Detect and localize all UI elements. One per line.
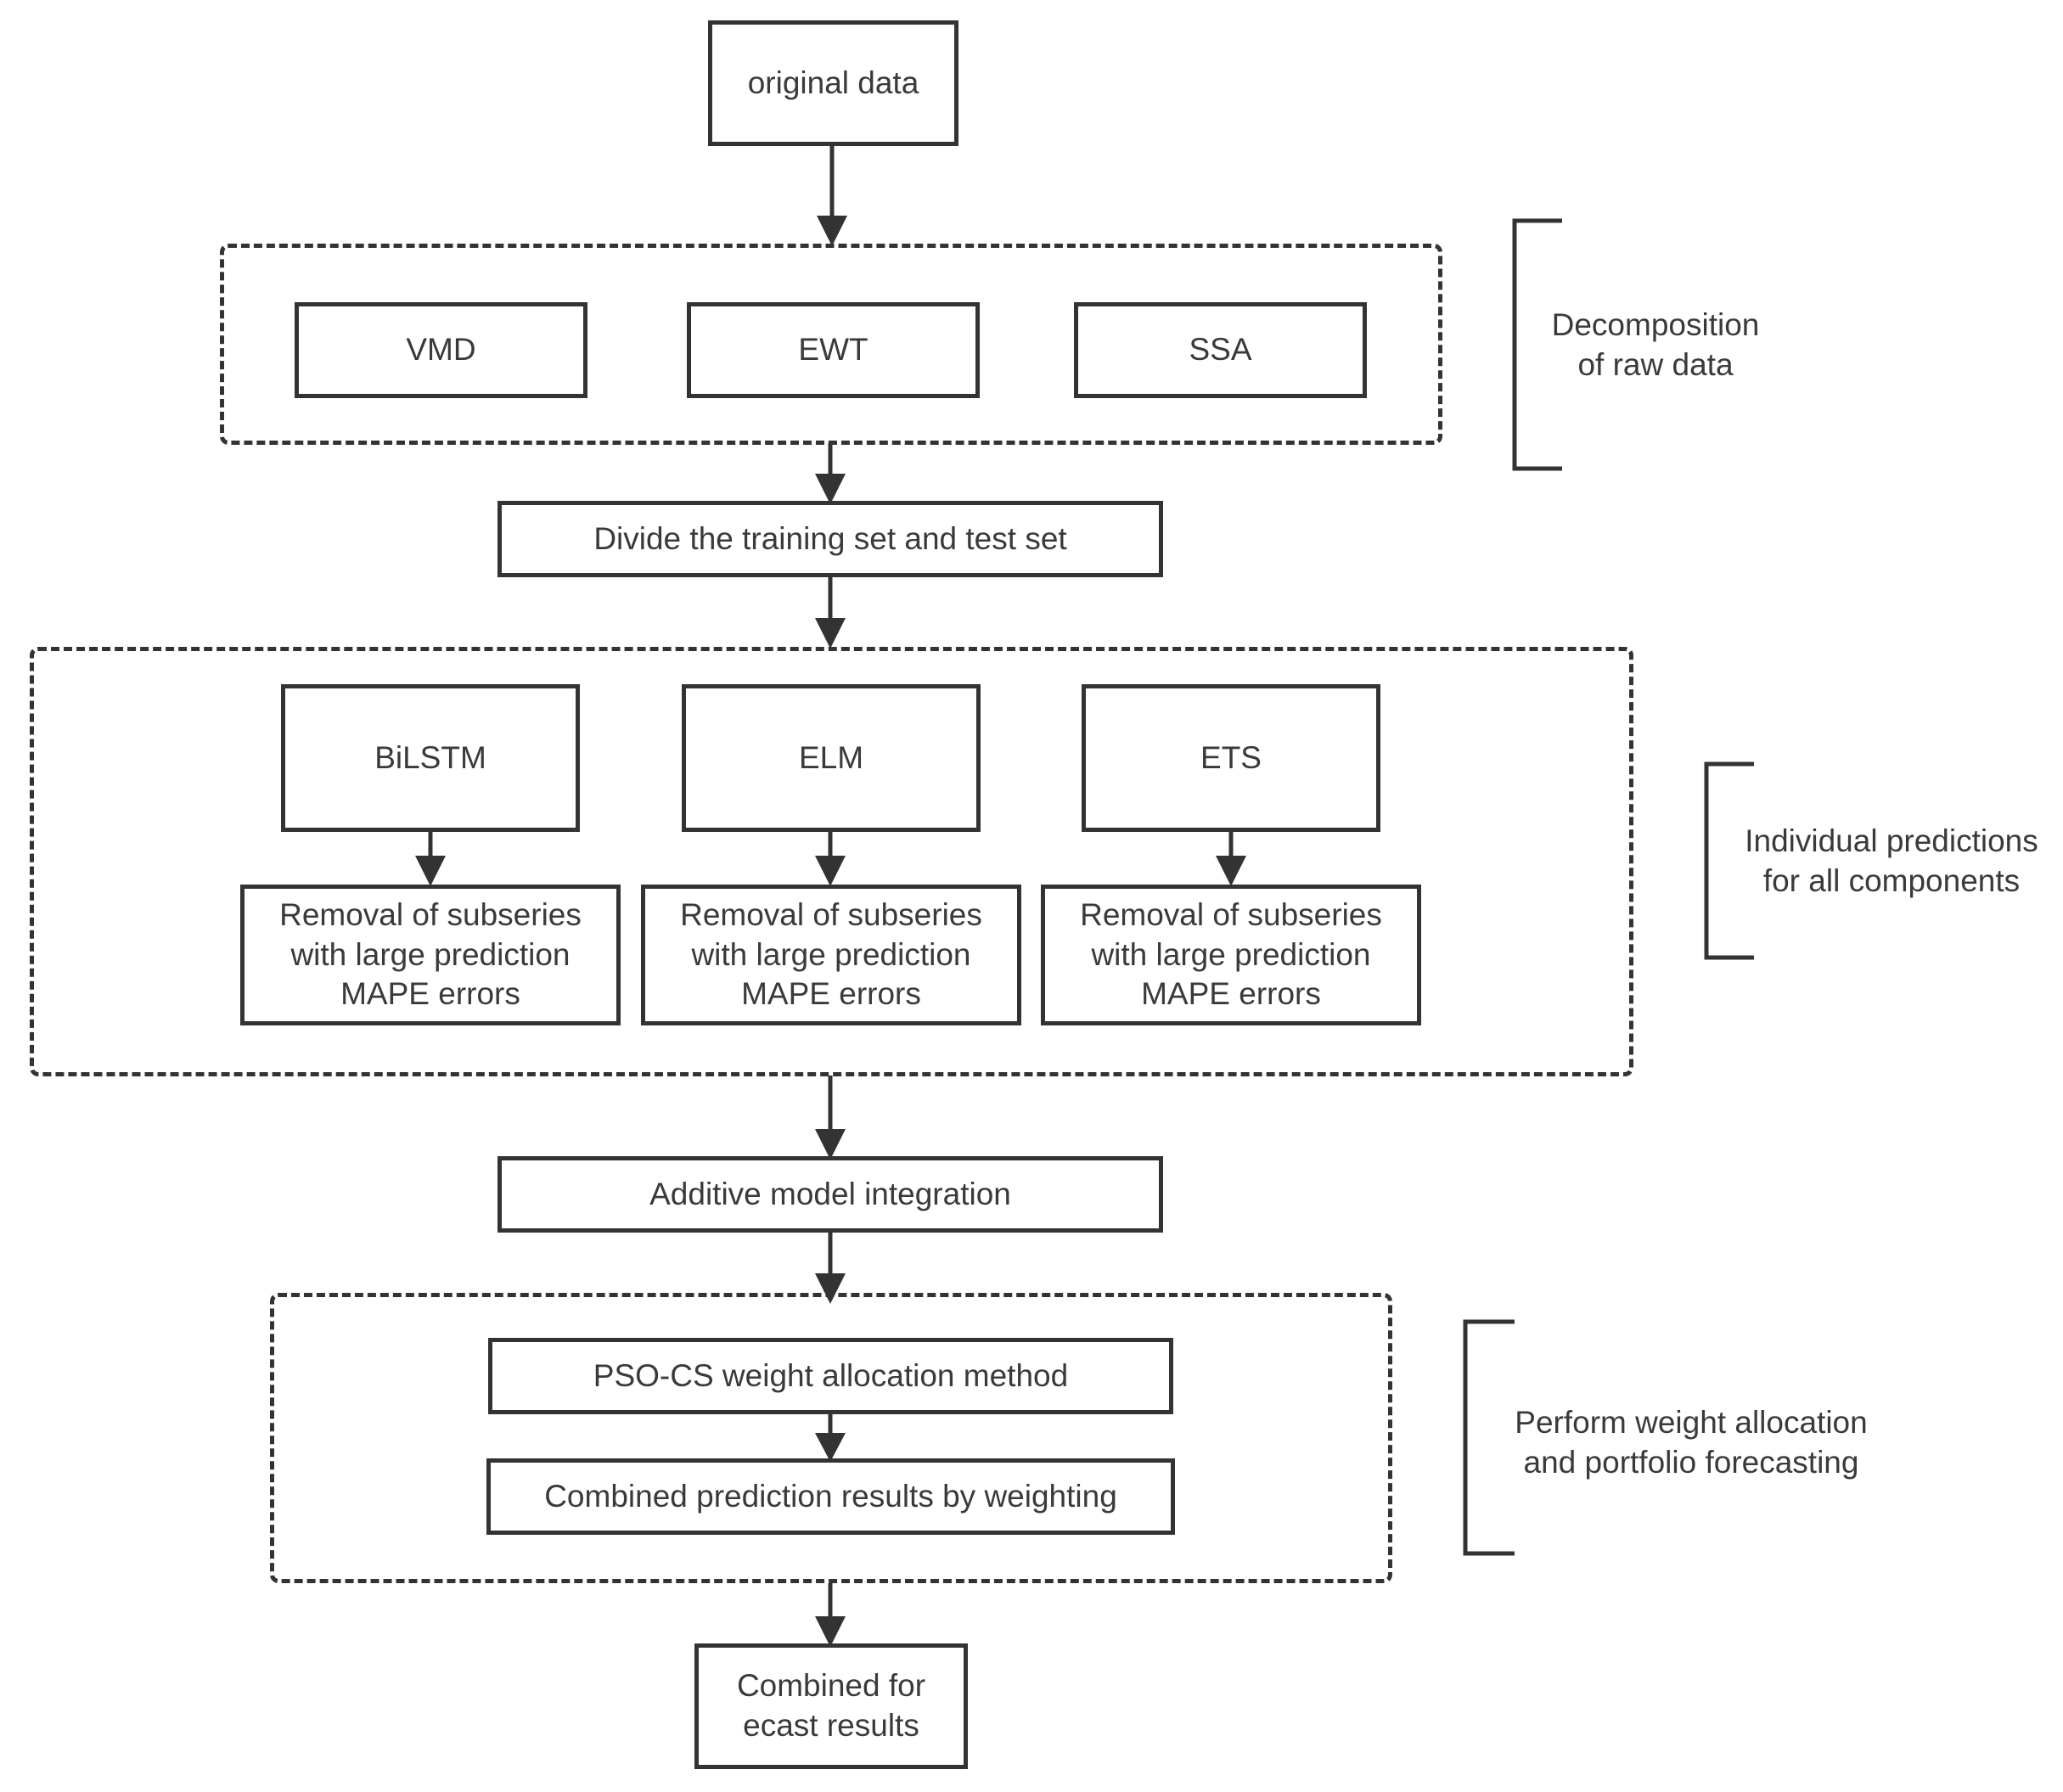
prediction-group: [30, 647, 1633, 1076]
removal-text: Removal of subseries with large predicti…: [1080, 896, 1382, 1015]
bilstm-box: BiLSTM: [281, 684, 580, 832]
original-data-label: original data: [747, 65, 919, 100]
vmd-box: VMD: [295, 302, 587, 398]
vmd-label: VMD: [406, 332, 476, 367]
elm-box: ELM: [682, 684, 981, 832]
original-data-box: original data: [708, 20, 958, 146]
annotation-weight: Perform weight allocation and portfolio …: [1487, 1403, 1895, 1483]
arrowhead: [815, 474, 846, 504]
bracket-individual: [1704, 761, 1754, 960]
annotation-decomposition-line-2: of raw data: [1577, 346, 1734, 382]
removal-line-1: Removal of subseries: [680, 896, 982, 932]
annotation-weight-line-2: and portfolio forecasting: [1523, 1444, 1859, 1480]
annotation-decomposition-line-1: Decomposition: [1551, 307, 1760, 342]
pso-label: PSO-CS weight allocation method: [593, 1357, 1069, 1393]
removal-text: Removal of subseries with large predicti…: [279, 896, 582, 1015]
divide-box: Divide the training set and test set: [497, 501, 1163, 577]
final-line-1: Combined for: [736, 1668, 926, 1704]
annotation-weight-line-1: Perform weight allocation: [1515, 1405, 1868, 1440]
arrowhead: [815, 1129, 846, 1160]
final-line-2: ecast results: [743, 1708, 919, 1743]
removal-box-ets: Removal of subseries with large predicti…: [1041, 885, 1421, 1025]
arrowhead: [815, 856, 846, 886]
divide-label: Divide the training set and test set: [593, 520, 1067, 556]
additive-label: Additive model integration: [649, 1176, 1011, 1211]
arrowhead: [815, 1273, 846, 1304]
bracket-decomposition: [1512, 218, 1562, 471]
weighting-group: [270, 1293, 1392, 1583]
removal-line-3: MAPE errors: [1141, 976, 1321, 1012]
removal-line-2: with large prediction: [1091, 936, 1371, 972]
ewt-label: EWT: [798, 332, 868, 367]
ssa-label: SSA: [1189, 332, 1252, 367]
final-results-box: Combined for ecast results: [694, 1643, 968, 1769]
annotation-individual: Individual predictions for all component…: [1722, 822, 2061, 902]
ets-label: ETS: [1200, 739, 1262, 775]
removal-line-3: MAPE errors: [741, 976, 921, 1012]
ewt-box: EWT: [687, 302, 980, 398]
decomposition-group: [220, 244, 1442, 445]
arrowhead: [817, 216, 847, 246]
ssa-box: SSA: [1074, 302, 1367, 398]
additive-box: Additive model integration: [497, 1156, 1163, 1233]
arrowhead: [815, 618, 846, 649]
removal-line-1: Removal of subseries: [1080, 896, 1382, 932]
arrowhead: [1216, 856, 1246, 886]
arrowhead: [815, 1433, 846, 1462]
bracket-weight: [1463, 1319, 1515, 1556]
removal-box-elm: Removal of subseries with large predicti…: [641, 885, 1021, 1025]
elm-label: ELM: [798, 739, 864, 775]
removal-line-3: MAPE errors: [340, 976, 520, 1012]
final-results-text: Combined for ecast results: [737, 1666, 925, 1746]
arrowhead: [415, 856, 446, 886]
annotation-decomposition: Decomposition of raw data: [1528, 306, 1783, 385]
pso-box: PSO-CS weight allocation method: [488, 1338, 1173, 1414]
arrowhead: [815, 1616, 846, 1647]
annotation-individual-line-2: for all components: [1762, 862, 2021, 898]
removal-text: Removal of subseries with large predicti…: [680, 896, 982, 1015]
bilstm-label: BiLSTM: [374, 739, 486, 775]
annotation-individual-line-1: Individual predictions: [1745, 823, 2038, 858]
removal-line-2: with large prediction: [290, 936, 571, 972]
combined-weighting-box: Combined prediction results by weighting: [486, 1458, 1175, 1535]
removal-box-bilstm: Removal of subseries with large predicti…: [240, 885, 621, 1025]
ets-box: ETS: [1082, 684, 1380, 832]
removal-line-1: Removal of subseries: [279, 896, 582, 932]
removal-line-2: with large prediction: [691, 936, 971, 972]
combined-weighting-label: Combined prediction results by weighting: [544, 1478, 1117, 1514]
